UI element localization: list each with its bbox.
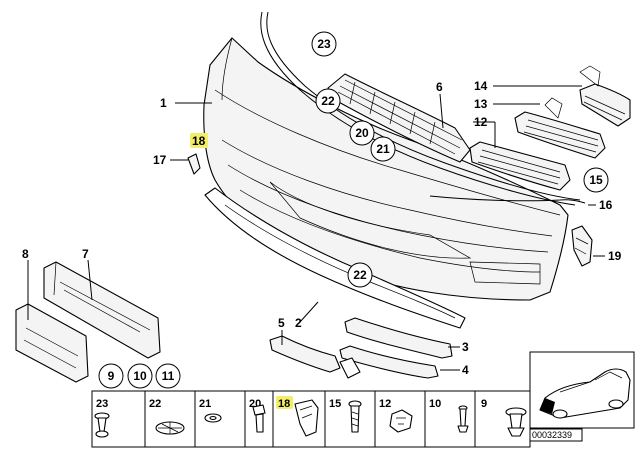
svg-text:11: 11 — [162, 369, 175, 383]
callout-2: 2 — [295, 316, 302, 330]
fastener-label-22: 22 — [149, 398, 161, 410]
catalog-number-box — [529, 428, 583, 442]
trim-part-4 — [339, 345, 439, 379]
fastener-label-23: 23 — [96, 398, 108, 410]
plastic-rivet-icon — [505, 407, 527, 437]
circled-callout-11: 11 — [155, 363, 181, 389]
svg-text:9: 9 — [108, 369, 115, 383]
callout-18: 18 — [192, 134, 206, 148]
fastener-label-18: 18 — [278, 398, 290, 410]
callout-7: 7 — [82, 247, 89, 261]
hex-bolt-icon — [252, 404, 266, 433]
plate-base-7 — [43, 261, 161, 359]
circled-callout-23: 23 — [311, 31, 337, 57]
clip-nut-icon — [155, 421, 185, 435]
side-bracket — [571, 225, 593, 267]
bumper-cover — [203, 37, 569, 301]
circled-callout-21: 21 — [370, 136, 396, 162]
callout-12: 12 — [474, 115, 488, 129]
bumper-upper-strip-edge — [266, 11, 581, 201]
callout-6: 6 — [436, 80, 443, 94]
vehicle-location-thumbnail — [529, 351, 635, 429]
spring-nut-icon — [389, 409, 413, 433]
callout-3: 3 — [462, 340, 469, 354]
circled-callout-9: 9 — [98, 363, 124, 389]
circled-callout-15: 15 — [583, 167, 609, 193]
fastener-label-9: 9 — [481, 398, 487, 410]
callout-4: 4 — [462, 363, 469, 377]
trim-strip — [429, 195, 586, 204]
svg-text:15: 15 — [589, 173, 603, 187]
fastener-label-15: 15 — [329, 398, 341, 410]
washer-icon — [204, 413, 222, 423]
bracket-clip-icon — [294, 399, 319, 437]
fastener-label-10: 10 — [429, 398, 441, 410]
callout-1: 1 — [160, 96, 167, 110]
trim-part-5 — [269, 335, 341, 373]
svg-text:20: 20 — [355, 126, 369, 140]
circled-callout-22-top: 22 — [315, 88, 341, 114]
callout-19: 19 — [608, 249, 622, 263]
svg-text:22: 22 — [353, 268, 367, 282]
trim-part-3 — [344, 317, 453, 359]
svg-text:10: 10 — [133, 369, 147, 383]
svg-text:23: 23 — [317, 37, 331, 51]
catalog-number: 00032339 — [532, 430, 572, 440]
callout-16: 16 — [599, 198, 613, 212]
fog-lamp-grille-13 — [514, 97, 606, 159]
callout-13: 13 — [474, 97, 488, 111]
fog-lamp-grille-12 — [469, 141, 571, 191]
fastener-18-highlight — [276, 396, 293, 409]
screw-icon — [348, 400, 362, 433]
callout-5: 5 — [278, 316, 285, 330]
callout-14: 14 — [474, 79, 488, 93]
circled-callout-10: 10 — [127, 363, 153, 389]
fastener-strip: 23 22 21 20 18 15 12 10 9 — [91, 390, 531, 448]
callout-8: 8 — [22, 247, 29, 261]
leader-lines — [27, 85, 605, 371]
circled-callout-20: 20 — [349, 120, 375, 146]
svg-text:22: 22 — [321, 94, 335, 108]
svg-text:21: 21 — [376, 142, 390, 156]
circled-callout-22-bottom: 22 — [347, 262, 373, 288]
push-rivet-icon — [94, 412, 110, 438]
screw-17 — [187, 153, 201, 175]
fastener-label-21: 21 — [199, 398, 211, 410]
callout-18-highlight — [190, 133, 208, 148]
fog-lamp-grille-14 — [579, 65, 631, 127]
expanding-rivet-icon — [457, 405, 469, 433]
fastener-label-12: 12 — [379, 398, 391, 410]
callout-17: 17 — [153, 153, 167, 167]
lower-spoiler-lip — [204, 187, 466, 329]
